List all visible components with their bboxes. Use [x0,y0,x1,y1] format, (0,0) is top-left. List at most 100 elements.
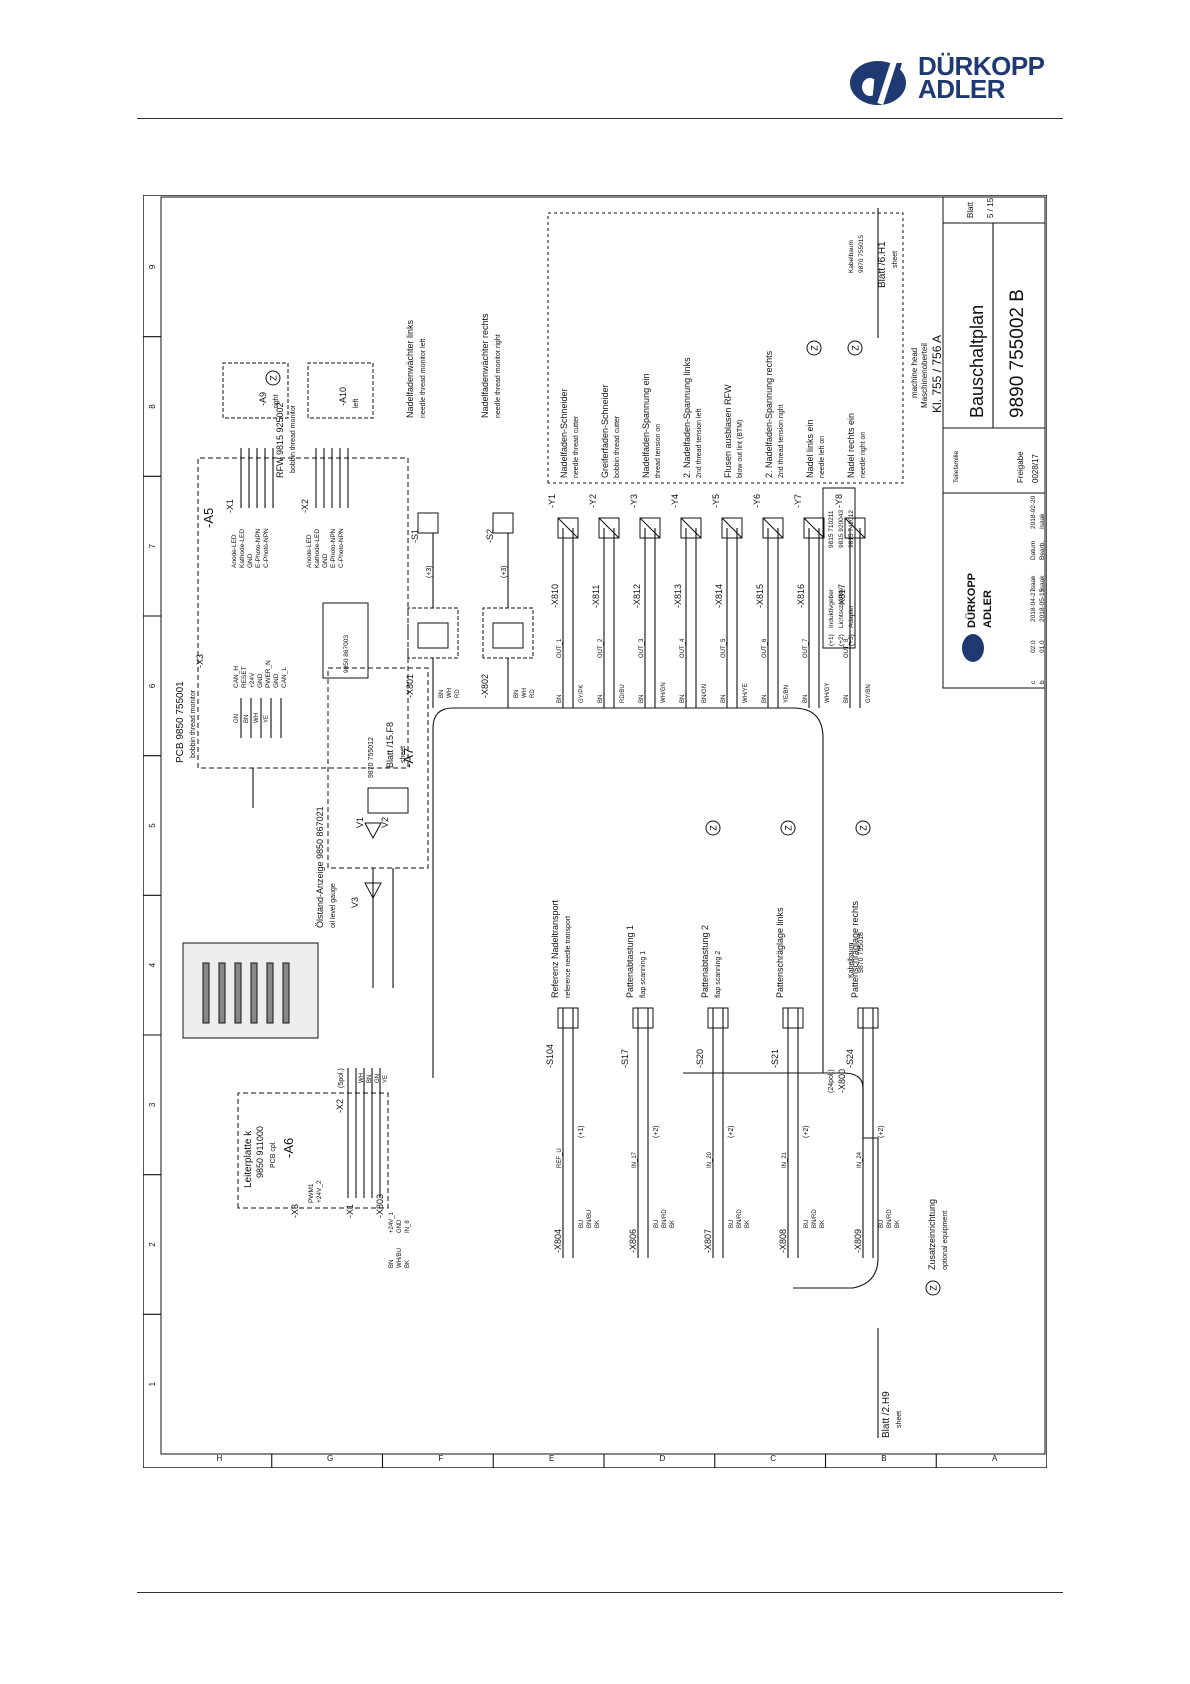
a5-x1-pin: Kathode-LED [239,529,246,568]
actuator-conn: -X812 [632,584,642,608]
components: c02.02018-04-27IsaakDatum2018-02-20b01.0… [175,196,1055,1438]
a5-subtitle: bobbin thread monitor [190,689,197,758]
grid-col-label: 2 [148,1242,157,1247]
sensor-bottom-tag: (+1) [578,1125,585,1138]
actuator-color: YE/BN [784,685,790,703]
rev-cell: 2018-04-27 [1030,588,1037,622]
a6-photo-part [234,962,242,1024]
class-label: Kl. 755 / 756 A [930,335,944,413]
a5-x2-pin: C-Photo-NPN [338,528,345,568]
a6-x2-pins: (5pol.) [338,1068,345,1088]
sensor-top-en: needle thread monitor right [495,334,502,418]
actuator-ref: -Y6 [752,494,762,508]
brand-logo-icon [850,61,906,105]
sensor-bottom-z-icon [780,820,796,836]
grid-col-label: 4 [148,962,157,967]
sensor-bottom-conn: -X808 [778,1229,788,1253]
sensor-bottom-ref: -S21 [770,1049,780,1068]
optional-z-letter: Z [810,345,820,351]
actuator-out: OUT_8 [844,638,850,658]
a5-x3-pin: CAN_L [281,667,288,688]
actuator-group-box [547,212,904,484]
grid-row-label: E [549,1454,554,1463]
x803-pin: GND [397,1219,403,1233]
a10-label: left [353,399,360,408]
a5-x3-pin: RESET [241,666,248,688]
a7-ref: -A7 [401,748,416,768]
a6-subtitle: PCB cpl. [270,1141,277,1168]
actuator-en: needle thread cutter [573,415,580,478]
grid-col-label: 6 [148,683,157,688]
grid-row-label: G [327,1454,333,1463]
sensor-top-color: BN [439,690,445,698]
legend-code: 9815 710211 [828,510,835,548]
actuator-de: Flusen ausblasen RFW [723,384,733,478]
sensor-bottom-color: BK [595,1220,601,1228]
optional-z-letter: Z [269,375,279,381]
a5-x1-pin: E-Photo-NPN [255,528,262,568]
sensor-bottom-color: BN/RD [812,1209,818,1228]
footer-rule [137,1592,1063,1593]
xref-top-code: 9870 755012 [368,737,375,778]
a6-title: Leiterplatte k [243,1130,254,1188]
sensor-top-de: Nadelfadenwächter rechts [480,313,490,418]
actuator-color: RD/BU [620,684,626,703]
actuator-color: BN [721,695,727,703]
actuator-conn: -X813 [673,584,683,608]
x803-ref: -X803 [375,1194,385,1218]
a10-ref: -A10 [338,387,348,406]
sensor-top-color: RD [530,689,536,698]
actuator-conn: -X815 [755,584,765,608]
actuator-coil-diag [639,517,661,539]
sensor-bottom-in: IN_21 [782,1151,788,1168]
actuator-de: Nadelfaden-Schneider [559,388,569,478]
sensor-bottom-color: BU [729,1220,735,1228]
a6-wire-color: WH [359,1073,365,1083]
teilefamilie: Teilefamilie [953,450,960,483]
sensor-bottom-ref: -S104 [545,1044,555,1068]
sensor-bottom-conn: -X807 [703,1229,713,1253]
actuator-color: GY/PK [579,685,585,703]
sensor-top-tag: (+3) [501,565,508,578]
sensor-bottom-in: REF_U [557,1148,563,1168]
actuator-en: 2nd thread tension right [778,404,785,478]
actuator-color: BN [844,695,850,703]
rev-cell: Bearb. [1039,541,1046,560]
sensor-bottom-en: flap scanning 1 [640,951,647,998]
actuator-coil-diag [762,517,784,539]
xref-top-en: sheet [400,746,407,763]
inner-border [160,196,1046,1455]
grid-row-label: H [216,1454,222,1463]
a5-x2-pin: GND [322,553,329,568]
a6-x1: -X1 [345,1204,355,1218]
legend-name: Lichtschranke [838,588,845,628]
sensor-bottom-de: Referenz Nadeltransport [550,899,560,998]
a5-x3-pin: GND [273,673,280,688]
a6-photo-part [202,962,210,1024]
actuator-de: Greiferfaden-Schneider [600,384,610,478]
actuator-de: 2. Nadelfaden-Spannung links [682,357,692,478]
sensor-top-color: BN [514,690,520,698]
a6-wire-color: YE [383,1075,389,1083]
sensor-bottom-ref: -S24 [845,1049,855,1068]
actuator-de: Nadelfaden-Spannung ein [641,373,651,478]
a9-ref: -A9 [258,392,268,406]
rev-cell: 01.0 [1039,640,1046,653]
sensor-bottom-color: BN/RD [662,1209,668,1228]
actuator-color: BN [557,695,563,703]
grid-col-label: 8 [148,404,157,409]
harness-mid: Kabelbaum [848,942,855,978]
title-block-frame [942,196,1046,689]
xref-left: Blatt /2.H9 [881,1391,892,1438]
sensor-bottom-color: BK [670,1220,676,1228]
actuator-ref: -Y4 [670,494,680,508]
actuator-coil [844,517,866,539]
actuator-de: Nadel rechts ein [846,413,856,478]
sensor-top-tag: (+3) [426,565,433,578]
legend-tag: (+2) [838,634,845,646]
